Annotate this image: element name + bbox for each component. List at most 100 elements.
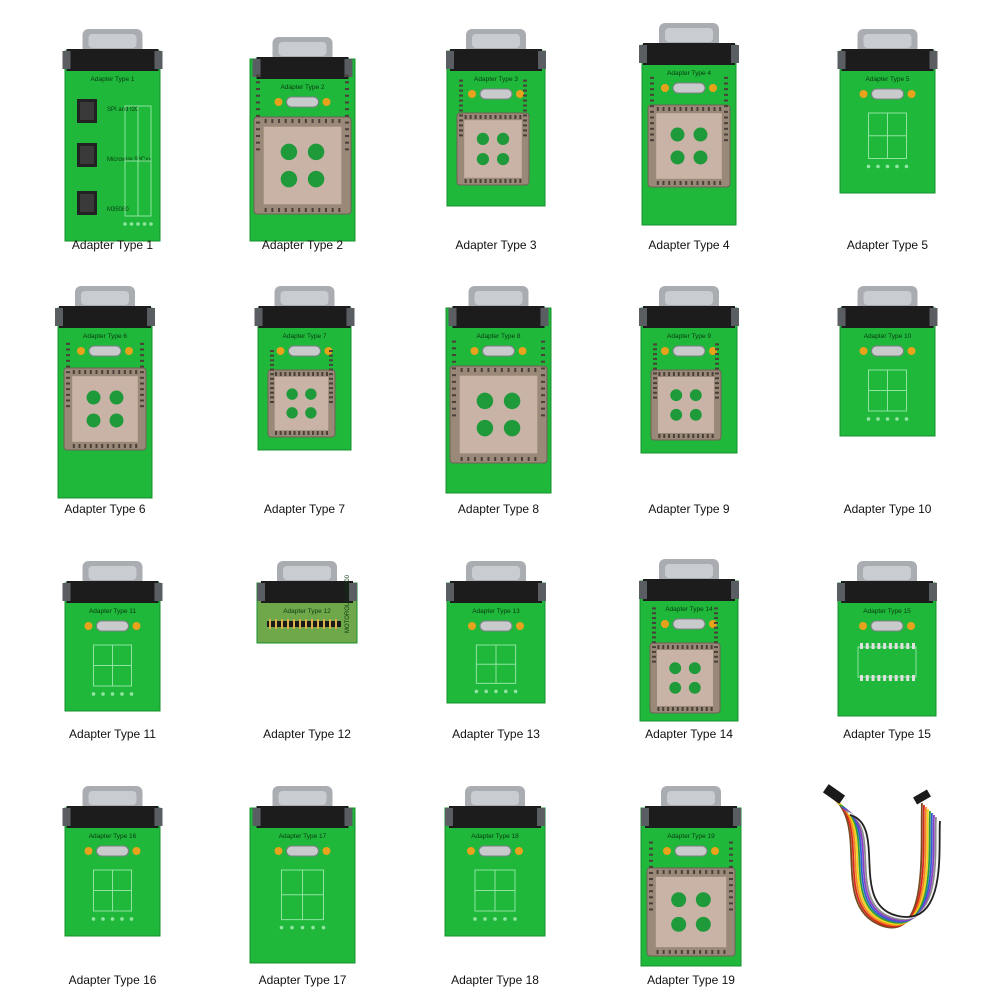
crystal-oscillator: [672, 345, 706, 357]
cable-wire: [847, 812, 939, 920]
socket-hole: [503, 392, 521, 410]
socket-hole: [286, 388, 298, 400]
crystal-oscillator: [478, 845, 512, 857]
socket-hole: [688, 662, 701, 675]
adapter-card: Adapter Type 14 Adapter Type 14: [595, 545, 785, 745]
adapter-caption: Adapter Type 18: [451, 973, 539, 987]
db9-connector-body: [645, 806, 737, 828]
board-silkscreen-label: Adapter Type 11: [89, 608, 136, 615]
socket-hole: [86, 413, 101, 428]
socket-hole: [695, 892, 711, 908]
socket-hole: [689, 408, 702, 421]
pcb-board: [837, 582, 937, 717]
plcc-socket-cavity: [274, 376, 329, 431]
capacitor: [709, 84, 717, 92]
capacitor: [516, 622, 524, 630]
adapter-board-image: Adapter Type 6: [55, 286, 155, 499]
adapter-caption: Adapter Type 8: [457, 502, 540, 516]
capacitor: [274, 847, 283, 855]
capacitor: [859, 90, 868, 98]
socket-hole: [671, 916, 687, 932]
adapter-board-image: Adapter Type 11: [62, 561, 163, 712]
adapter-board-image: Adapter Type 15: [837, 561, 937, 717]
board-silkscreen-label: Adapter Type 2: [281, 84, 325, 91]
adapter-caption: Adapter Type 17: [258, 973, 347, 987]
socket-hole: [305, 388, 317, 400]
crystal-oscillator: [286, 96, 319, 108]
board-silkscreen-text: SPI and I2C: [107, 107, 140, 113]
socket-hole: [693, 127, 708, 142]
jumper-cable: [810, 784, 941, 935]
adapter-caption: Adapter Type 14: [645, 727, 733, 741]
capacitor: [276, 347, 285, 355]
ribbon-cable-image: [822, 784, 941, 929]
socket-hole: [280, 170, 298, 188]
board-silkscreen-label: Adapter Type 12: [283, 608, 331, 615]
board-silkscreen-label: Adapter Type 18: [471, 833, 519, 840]
crystal-oscillator: [479, 88, 513, 100]
board-silkscreen-label: Adapter Type 7: [283, 333, 327, 340]
plcc-socket-cavity: [263, 126, 342, 205]
board-silkscreen-label: Adapter Type 5: [866, 76, 910, 83]
db9-connector-body: [449, 806, 541, 828]
socket-hole: [671, 892, 687, 908]
pcb-traces: [474, 869, 516, 912]
db9-connector-body: [643, 306, 735, 328]
capacitor: [907, 347, 916, 355]
crystal-oscillator: [672, 82, 706, 94]
adapter-caption: Adapter Type 5: [846, 238, 929, 252]
capacitor: [661, 84, 669, 92]
board-silkscreen-label: Adapter Type 4: [667, 70, 711, 77]
socket-hole: [689, 389, 702, 402]
crystal-oscillator: [479, 620, 513, 632]
adapter-board-image: Adapter Type 5: [837, 29, 938, 194]
adapter-board-image: Adapter Type 4: [639, 23, 739, 226]
board-silkscreen-label: Adapter Type 13: [472, 608, 520, 615]
socket-hole: [693, 150, 708, 165]
socket-hole: [670, 150, 685, 165]
crystal-oscillator: [96, 845, 129, 857]
capacitor: [125, 347, 133, 355]
crystal-oscillator: [674, 845, 708, 857]
adapter-board-image: Adapter Type 7: [254, 286, 355, 451]
adapter-caption: Adapter Type 3: [455, 238, 537, 252]
capacitor: [322, 847, 331, 855]
capacitor: [661, 620, 669, 628]
board-silkscreen-label: Adapter Type 15: [863, 608, 911, 615]
crystal-oscillator: [288, 345, 321, 357]
board-silkscreen-text: Microwire 93Cxx: [107, 157, 151, 163]
db9-connector-body: [59, 306, 151, 328]
board-silkscreen-text: M35080: [107, 207, 129, 213]
db9-connector-body: [452, 306, 545, 328]
cable-wire: [837, 802, 929, 925]
capacitor: [468, 90, 476, 98]
board-silkscreen-label: Adapter Type 17: [279, 833, 327, 840]
crystal-oscillator: [286, 845, 319, 857]
board-silkscreen-label: Adapter Type 9: [667, 333, 711, 340]
capacitor: [274, 98, 283, 106]
db9-connector-body: [643, 579, 735, 601]
pcb-traces: [93, 644, 132, 687]
capacitor: [515, 847, 523, 855]
socket-hole: [669, 681, 682, 694]
adapter-caption: Adapter Type 2: [261, 238, 344, 252]
adapter-caption: Adapter Type 19: [647, 973, 735, 987]
board-silkscreen-text: MOTOROLA CAS600: [345, 574, 351, 633]
pcb-traces: [281, 869, 324, 921]
board-silkscreen-label: Adapter Type 1: [91, 76, 135, 83]
cable-wire: [843, 808, 935, 922]
adapter-caption: Adapter Type 13: [452, 727, 540, 741]
adapter-board-image: Adapter Type 18: [444, 786, 546, 937]
capacitor: [132, 847, 141, 855]
pcb-traces: [475, 644, 517, 684]
board-silkscreen-label: Adapter Type 14: [665, 606, 713, 613]
cable-wire: [839, 804, 931, 924]
db9-connector-body: [841, 581, 933, 603]
capacitor: [322, 98, 331, 106]
